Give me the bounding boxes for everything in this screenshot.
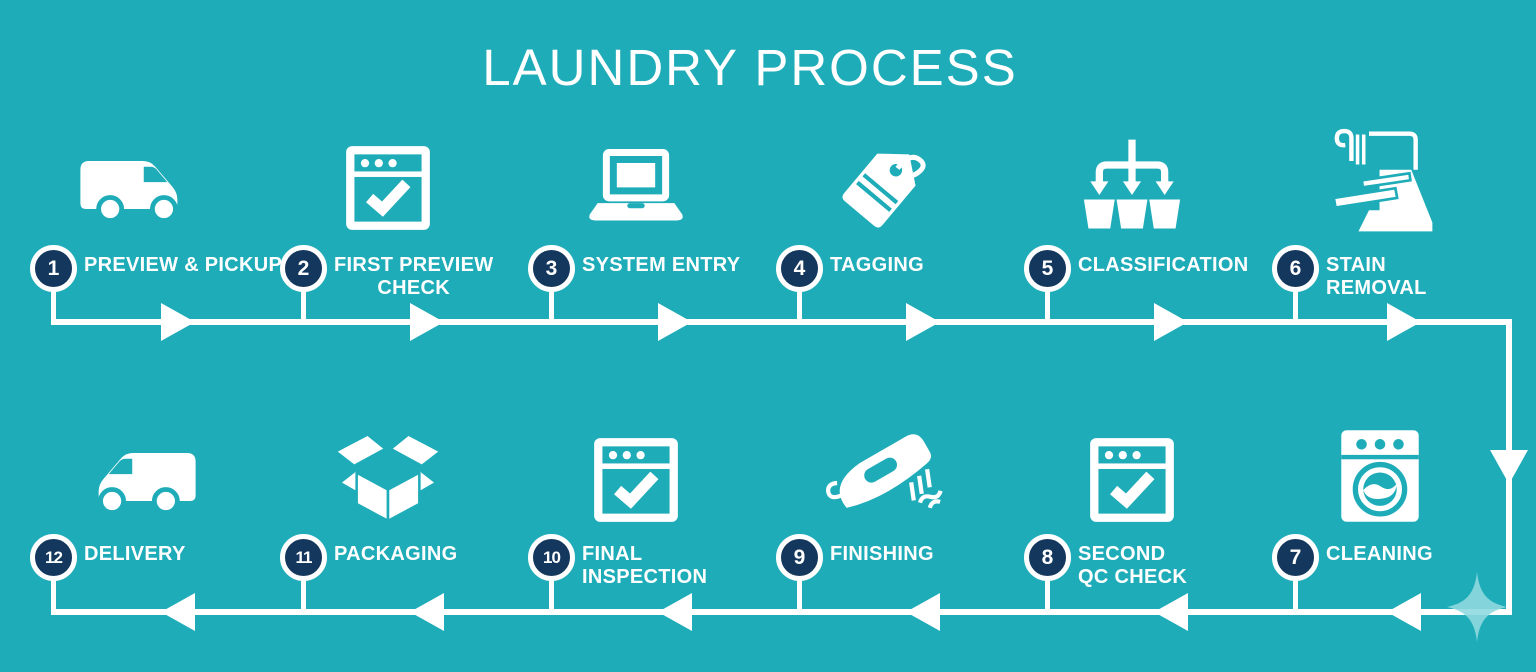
flow-arrow-left-icon [906, 593, 940, 631]
step-number: 10 [543, 547, 561, 567]
badge-stem [549, 282, 554, 322]
badge-stem [549, 571, 554, 612]
step-number-badge: 10 [528, 534, 575, 581]
check-window-icon [303, 120, 473, 234]
iron-icon [799, 412, 969, 526]
step-number-badge: 11 [280, 534, 327, 581]
step-label-line: CLEANING [1326, 543, 1433, 565]
step-label: CLEANING [1326, 543, 1433, 566]
step-number: 5 [1041, 256, 1054, 280]
step-number: 12 [45, 547, 63, 567]
step-number: 3 [545, 256, 558, 280]
step-number-badge: 9 [776, 534, 823, 581]
step-label-line: QC CHECK [1078, 566, 1188, 588]
check-window-icon [1047, 412, 1217, 526]
flow-arrow-left-icon [1154, 593, 1188, 631]
step-label-line: INSPECTION [582, 566, 708, 588]
step-label-line: DELIVERY [84, 543, 186, 565]
step-label: CLASSIFICATION [1078, 254, 1249, 277]
badge-stem [797, 571, 802, 612]
step-label: PREVIEW & PICKUP [84, 254, 282, 277]
badge-stem [1293, 282, 1298, 322]
step-number: 1 [47, 256, 60, 280]
badge-stem [1293, 571, 1298, 612]
step-label-line: PACKAGING [334, 543, 458, 565]
step-label: PACKAGING [334, 543, 457, 566]
step-number-badge: 3 [528, 245, 575, 292]
flow-arrow-left-icon [161, 593, 195, 631]
step-label-line: SECOND [1078, 543, 1166, 565]
flow-arrow-right-icon [658, 303, 692, 341]
badge-stem [301, 571, 306, 612]
laptop-icon [551, 120, 721, 234]
step-number-badge: 7 [1272, 534, 1319, 581]
flow-line-bottom [51, 609, 1512, 615]
sparkle-watermark-icon [1447, 572, 1507, 642]
step-label-line: FINAL [582, 543, 643, 565]
step-number: 8 [1041, 545, 1054, 569]
flow-arrow-right-icon [1387, 303, 1421, 341]
step-label-line: FINISHING [830, 543, 934, 565]
flow-arrow-right-icon [161, 303, 195, 341]
step-number: 7 [1289, 545, 1302, 569]
step-label-line: PREVIEW & PICKUP [84, 254, 283, 276]
flow-arrow-right-icon [1154, 303, 1188, 341]
price-tag-icon [799, 120, 969, 234]
badge-stem [797, 282, 802, 322]
step-number-badge: 5 [1024, 245, 1071, 292]
step-number: 9 [793, 545, 806, 569]
flow-line-top [51, 319, 1512, 325]
step-label-line: CHECK [377, 277, 451, 299]
flow-arrow-left-icon [410, 593, 444, 631]
flow-arrow-left-icon [658, 593, 692, 631]
open-box-icon [303, 412, 473, 526]
flow-arrow-right-icon [906, 303, 940, 341]
step-label: DELIVERY [84, 543, 186, 566]
step-label-line: CLASSIFICATION [1078, 254, 1249, 276]
step-number: 2 [297, 256, 310, 280]
step-label: TAGGING [830, 254, 924, 277]
step-number: 4 [793, 256, 806, 280]
step-label-line: SYSTEM ENTRY [582, 254, 741, 276]
delivery-van-left-icon [53, 412, 223, 526]
step-label: FINISHING [830, 543, 934, 566]
step-number-badge: 12 [30, 534, 77, 581]
sort-bins-icon [1047, 120, 1217, 234]
step-label-line: REMOVAL [1326, 277, 1427, 299]
step-number-badge: 2 [280, 245, 327, 292]
step-number: 6 [1289, 256, 1302, 280]
flow-arrow-right-icon [410, 303, 444, 341]
step-number-badge: 4 [776, 245, 823, 292]
step-label: SYSTEM ENTRY [582, 254, 740, 277]
step-number-badge: 8 [1024, 534, 1071, 581]
step-number: 11 [295, 547, 313, 567]
step-label-line: FIRST PREVIEW [334, 254, 494, 276]
flow-arrow-down-icon [1490, 450, 1528, 484]
step-number-badge: 1 [30, 245, 77, 292]
badge-stem [1045, 282, 1050, 322]
page-title: LAUNDRY PROCESS [482, 39, 1018, 96]
badge-stem [51, 571, 56, 612]
washing-machine-icon [1295, 412, 1465, 526]
step-label-line: TAGGING [830, 254, 924, 276]
check-window-icon [551, 412, 721, 526]
badge-stem [301, 282, 306, 322]
step-number-badge: 6 [1272, 245, 1319, 292]
badge-stem [51, 282, 56, 322]
badge-stem [1045, 571, 1050, 612]
delivery-van-right-icon [53, 120, 223, 234]
stain-removal-machine-icon [1295, 120, 1465, 234]
flow-arrow-left-icon [1387, 593, 1421, 631]
step-label-line: STAIN [1326, 254, 1387, 276]
